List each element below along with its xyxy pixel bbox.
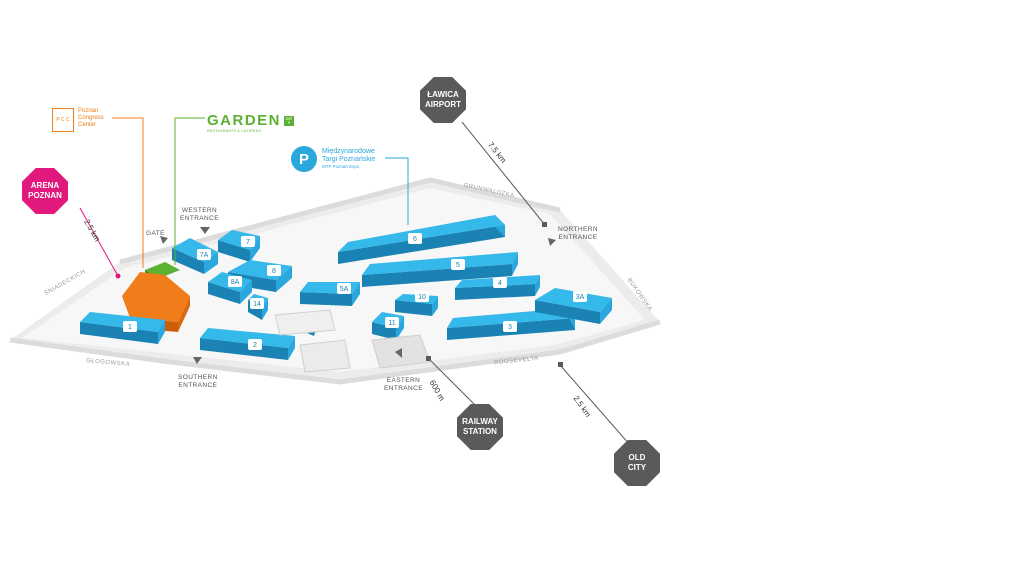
hall-tag-11 bbox=[385, 317, 399, 328]
hall-tag-1 bbox=[123, 321, 137, 332]
hall-2: 2 bbox=[200, 328, 295, 360]
western-entrance-text: WESTERN ENTRANCE bbox=[180, 207, 219, 222]
hall-label-7: 7 bbox=[246, 239, 250, 246]
hall-7A: 7A bbox=[172, 238, 218, 274]
hall-label-8A: 8A bbox=[231, 279, 240, 286]
pcc-logo: P C C Poznan Congress Center bbox=[52, 108, 104, 132]
northern-entrance-text: NORTHERN ENTRANCE bbox=[558, 226, 598, 241]
western-entrance-label: WESTERN ENTRANCE bbox=[180, 207, 219, 223]
mtp-logo-icon: P bbox=[291, 146, 317, 172]
hall-8A: 8A bbox=[208, 272, 252, 304]
gate-text: GATE bbox=[146, 230, 165, 237]
hall-label-7A: 7A bbox=[200, 252, 209, 259]
northern-entrance-arrow bbox=[548, 238, 556, 246]
hall-3A: 3A bbox=[535, 288, 612, 324]
hall-11: 11 bbox=[372, 312, 404, 340]
garden-logo-sub: RESTAURANTS & CATERING bbox=[207, 129, 262, 133]
mtp-line2: Targi Poznańskie bbox=[322, 156, 376, 163]
western-entrance-arrow bbox=[200, 227, 210, 234]
hall-5A: 5A bbox=[300, 282, 360, 306]
pcc-mark-text: P C C bbox=[56, 117, 70, 123]
pointer-dots bbox=[115, 222, 563, 367]
hall-label-1: 1 bbox=[128, 324, 132, 331]
gate-arrow bbox=[160, 236, 168, 244]
hall-label-11: 11 bbox=[388, 320, 395, 327]
pointer-lines bbox=[79, 117, 631, 446]
arena-poznan-box: ARENA POZNAN bbox=[22, 168, 68, 214]
hall-label-5A: 5A bbox=[340, 286, 349, 293]
eastern-entrance-label: EASTERN ENTRANCE bbox=[384, 377, 423, 393]
hall-tag-6 bbox=[408, 233, 422, 244]
hall-label-3A: 3A bbox=[576, 294, 585, 301]
gate-label: GATE bbox=[146, 230, 165, 238]
hall-label-8: 8 bbox=[272, 268, 276, 275]
old-city-label: OLD CITY bbox=[627, 453, 647, 472]
hall-tag-8A bbox=[228, 276, 242, 287]
southern-entrance-label: SOUTHERN ENTRANCE bbox=[178, 374, 218, 390]
hall-1: 1 bbox=[80, 312, 165, 344]
hall-label-3: 3 bbox=[508, 324, 512, 331]
old-city-box: OLD CITY bbox=[614, 440, 660, 486]
hall-6: 6 bbox=[338, 215, 505, 264]
hall-tag-7A bbox=[197, 249, 211, 260]
railway-station-label: RAILWAY STATION bbox=[462, 417, 498, 436]
railway-station-box: RAILWAY STATION bbox=[457, 404, 503, 450]
hall-10: 10 bbox=[395, 291, 438, 316]
hall-7: 7 bbox=[218, 230, 260, 262]
hall-tag-3 bbox=[503, 321, 517, 332]
hall-14: 14 bbox=[248, 294, 268, 320]
mtp-line3: MTP Poznań Expo bbox=[322, 164, 360, 169]
hall-4: 4 bbox=[455, 275, 540, 300]
hall-label-2: 2 bbox=[253, 342, 257, 349]
hall-5: 5 bbox=[362, 252, 518, 287]
hall-label-10: 10 bbox=[418, 294, 426, 301]
mtp-line1: Międzynarodowe bbox=[322, 148, 375, 155]
pcc-logo-text: Poznan Congress Center bbox=[78, 108, 104, 128]
hall-tag-5A bbox=[337, 283, 351, 294]
hall-tag-7 bbox=[241, 236, 255, 247]
garden-logo-side: CITY bbox=[284, 115, 295, 126]
hall-tag-8 bbox=[267, 265, 281, 276]
garden-logo-main: GARDEN bbox=[207, 112, 282, 129]
hall-label-14: 14 bbox=[253, 301, 261, 308]
southern-entrance-text: SOUTHERN ENTRANCE bbox=[178, 374, 218, 389]
garden-logo: GARDEN CITY RESTAURANTS & CATERING bbox=[207, 112, 295, 133]
southern-entrance-arrow bbox=[193, 357, 202, 364]
northern-entrance-label: NORTHERN ENTRANCE bbox=[558, 226, 598, 242]
lawica-airport-label: ŁAWICA AIRPORT bbox=[425, 90, 461, 109]
hall-tag-3A bbox=[573, 291, 587, 302]
entrance-arrows bbox=[160, 227, 556, 364]
hall-label-6: 6 bbox=[413, 236, 417, 243]
hall-tag-5 bbox=[451, 259, 465, 270]
mtp-logo: P Międzynarodowe Targi Poznańskie MTP Po… bbox=[291, 146, 375, 172]
arena-poznan-label: ARENA POZNAN bbox=[28, 181, 62, 200]
lawica-airport-box: ŁAWICA AIRPORT bbox=[420, 77, 466, 123]
hall-tag-2 bbox=[248, 339, 262, 350]
hall-label-4: 4 bbox=[498, 280, 502, 287]
hall-label-5: 5 bbox=[456, 262, 460, 269]
eastern-entrance-arrow bbox=[395, 348, 402, 358]
hall-tag-4 bbox=[493, 277, 507, 288]
hall-tag-10 bbox=[415, 291, 429, 302]
hall-tag-14 bbox=[250, 298, 264, 309]
pcc-logo-mark: P C C bbox=[52, 108, 74, 132]
eastern-entrance-text: EASTERN ENTRANCE bbox=[384, 377, 423, 392]
